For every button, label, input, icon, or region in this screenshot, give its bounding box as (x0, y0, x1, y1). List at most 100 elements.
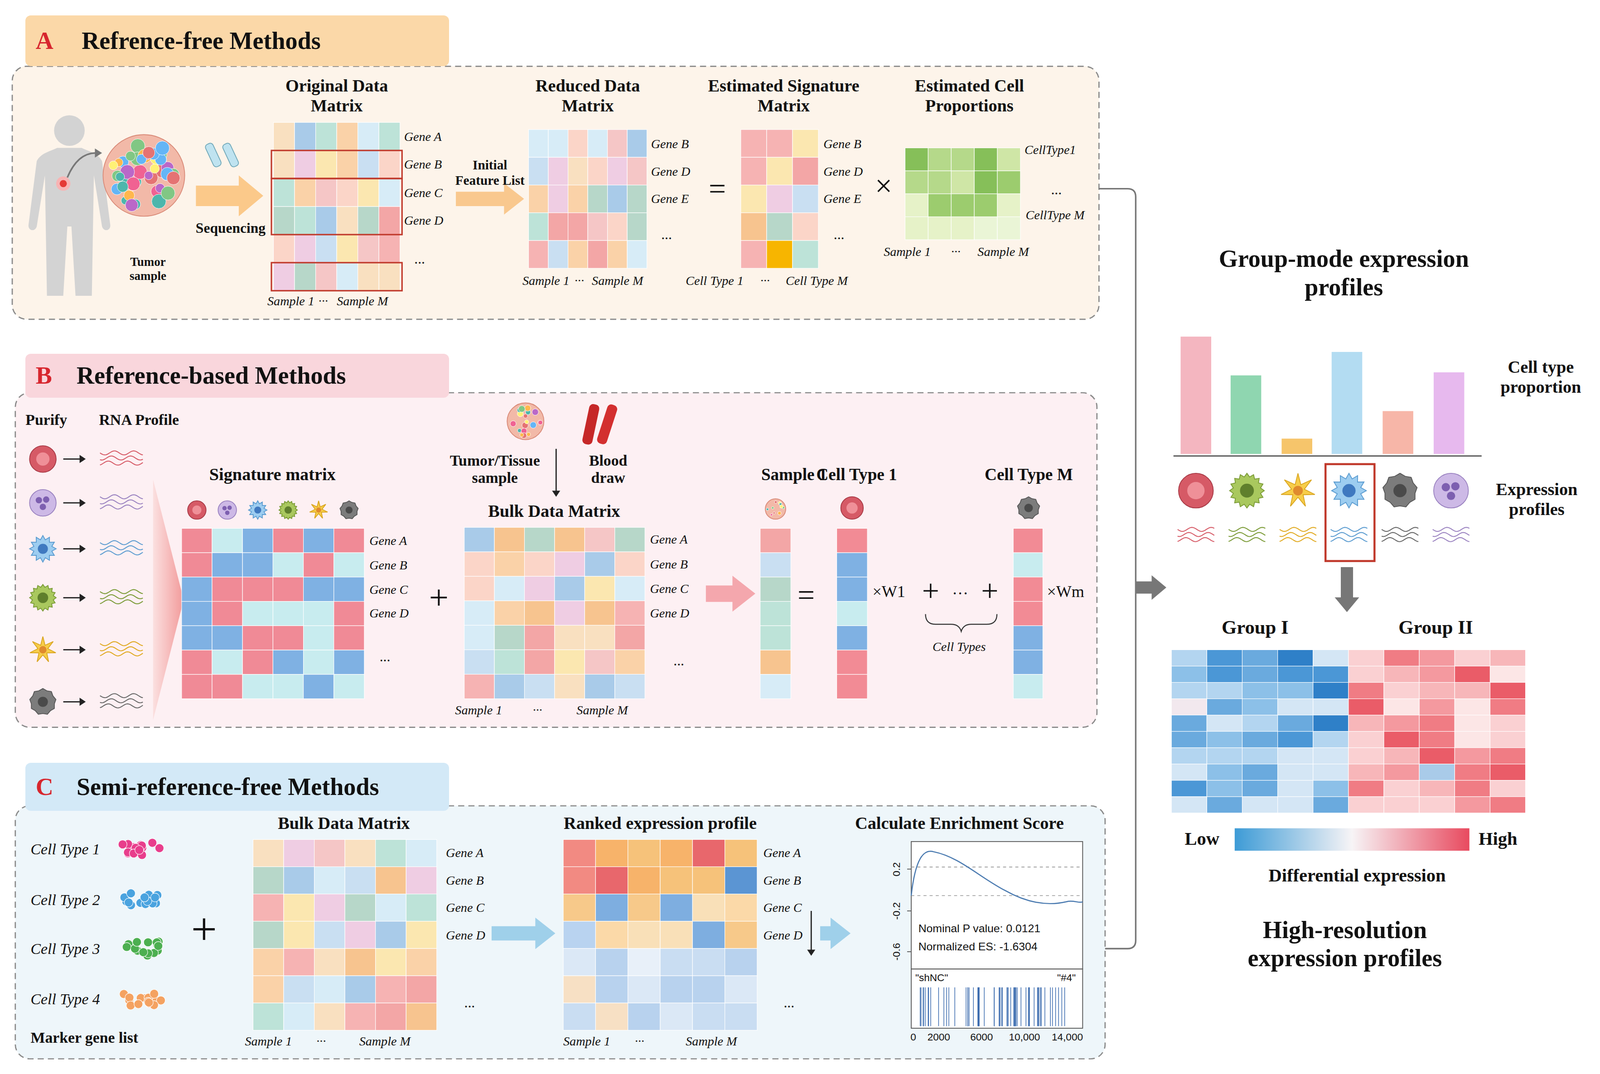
label: -0.2 (890, 902, 903, 921)
hit-line (948, 987, 949, 1027)
matrix-cell (357, 206, 380, 235)
matrix-cell (951, 170, 975, 194)
matrix-cell (303, 552, 334, 578)
hit-line (1064, 987, 1065, 1027)
matrix-cell (563, 894, 596, 922)
arrow-head (79, 545, 87, 554)
matrix-cell (1489, 780, 1526, 798)
matrix-cell (283, 839, 315, 867)
thin-arrow (63, 502, 81, 504)
hit-line (946, 987, 947, 1027)
matrix-cell (336, 150, 358, 179)
matrix-cell (725, 866, 758, 895)
process-arrow (195, 175, 264, 217)
feature-highlight (271, 262, 402, 291)
matrix-cell (792, 184, 819, 213)
thin-arrow (555, 449, 557, 493)
matrix-cell (181, 577, 213, 602)
rna-wave (100, 546, 144, 551)
matrix-cell (554, 674, 585, 700)
hit-line (978, 987, 979, 1027)
matrix-cell (584, 600, 615, 626)
label: ··· (532, 703, 542, 718)
rna-wave (1279, 532, 1317, 537)
matrix-cell (1383, 699, 1420, 716)
rna-wave (100, 647, 144, 652)
matrix-cell (1383, 666, 1420, 683)
thin-arrow (63, 649, 81, 651)
matrix-cell (1242, 666, 1278, 683)
hit-frame (911, 969, 1083, 1029)
matrix-cell (528, 240, 549, 269)
arrow-head (94, 148, 102, 158)
matrix-cell (904, 170, 929, 194)
matrix-cell (1419, 715, 1455, 732)
matrix-cell (494, 576, 525, 601)
matrix-cell (997, 193, 1021, 218)
matrix-cell (344, 976, 376, 1004)
matrix-cell (464, 674, 495, 700)
matrix-cell (378, 206, 401, 235)
cell-nucleus (284, 506, 292, 514)
matrix-block: Bulk Data Matrix (461, 499, 705, 703)
proportion-bar (1180, 336, 1212, 455)
heatmap-grid (1171, 649, 1526, 813)
matrix-cell (614, 576, 645, 601)
label: Gene A (404, 129, 442, 145)
matrix-cell (378, 122, 401, 151)
rna-wave (100, 599, 144, 605)
matrix-cell (1171, 666, 1207, 683)
matrix-cell (692, 948, 725, 977)
cell-nucleus (38, 646, 47, 654)
matrix-cell (563, 1003, 596, 1031)
rna-wave (100, 589, 144, 595)
rna-wave (1228, 527, 1266, 532)
hit-line (928, 987, 929, 1027)
matrix-cell (252, 866, 284, 895)
panel-title: Refrence-free Methods (81, 26, 321, 55)
matrix-cell (1489, 666, 1526, 683)
flow-arrow (455, 183, 524, 215)
matrix-cell (1348, 748, 1384, 765)
panel-letter: A (35, 26, 54, 55)
matrix-cell (357, 122, 380, 151)
block-note: Nominal P value: 0.0121 (918, 922, 1041, 936)
matrix-cell (1206, 715, 1243, 732)
cell-body (29, 636, 56, 663)
matrix-cell (303, 674, 334, 700)
matrix-block: Ranked expression profile (557, 811, 819, 1036)
matrix-cell (294, 234, 316, 263)
matrix-cell (760, 601, 792, 627)
panel-ground (15, 806, 1106, 1059)
cell-body (279, 501, 298, 520)
hit-line (978, 987, 980, 1027)
matrix-cell (904, 217, 929, 241)
bulk-matrix (464, 527, 646, 699)
cell-nucleus (1024, 503, 1034, 513)
matrix-cell (357, 234, 380, 263)
proportion-bar (1433, 372, 1465, 455)
hit-line (1015, 987, 1016, 1027)
cell-body (29, 584, 57, 612)
matrix-cell (584, 527, 615, 552)
rna-wave (1228, 537, 1266, 542)
panel-ground (12, 66, 1099, 320)
matrix-block: Estimated Cell Proportions (895, 73, 1094, 254)
matrix-cell (1383, 682, 1420, 700)
cell-icon (1017, 497, 1040, 519)
matrix-cell (1242, 682, 1278, 700)
matrix-cell (595, 948, 628, 977)
rna-wave (1432, 532, 1470, 537)
rna-wave (1381, 527, 1419, 532)
plot-gridline (911, 866, 1083, 868)
hit-line (1013, 987, 1015, 1027)
matrix-cell (344, 866, 376, 895)
matrix-cell (314, 948, 346, 977)
matrix-cell (1489, 764, 1526, 781)
matrix-cell (314, 866, 346, 895)
matrix-cell (607, 212, 628, 241)
matrix-cell (692, 894, 725, 922)
cell-nucleus (37, 696, 48, 707)
tumor-cell (524, 420, 529, 425)
matrix-cell (336, 234, 358, 263)
